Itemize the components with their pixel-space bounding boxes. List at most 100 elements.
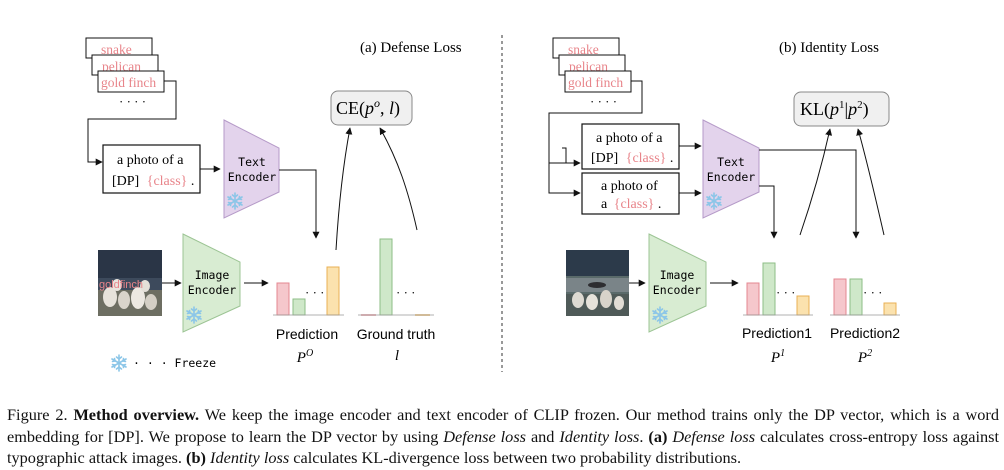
- class-card-stack-b: snake pelican gold finch · · · ·: [552, 37, 632, 109]
- text-encoder-label-2: Encoder: [228, 170, 277, 184]
- prediction1-bars: · · ·: [743, 262, 813, 316]
- text-encoder-label-1: Text: [238, 155, 266, 169]
- loss-close-b: ): [863, 99, 869, 120]
- prediction1-symbol: P: [770, 350, 780, 366]
- panel-b-title: (b) Identity Loss: [779, 40, 879, 56]
- loss-kl-text: KL(: [800, 99, 830, 120]
- loss-bar: |: [845, 99, 849, 119]
- prediction-sup: O: [306, 348, 313, 359]
- prediction2-symbol: P: [857, 350, 867, 366]
- loss-p2: p: [846, 99, 857, 119]
- svg-text:[DP] {class} .: [DP] {class} .: [112, 174, 194, 189]
- gt-bar-peak: [379, 238, 393, 316]
- figure-caption: Figure 2. Method overview. We keep the i…: [7, 404, 999, 469]
- prediction-symbol: P: [296, 350, 306, 366]
- attack-image: goldfinch: [98, 250, 162, 316]
- caption-period: .: [639, 426, 644, 446]
- prediction2-sup: 2: [867, 348, 872, 359]
- class-card-gold-finch-b: gold finch: [568, 75, 623, 90]
- prediction-bar-3: [326, 266, 340, 316]
- kl-loss-box: KL(p1|p2): [793, 91, 890, 127]
- prediction1-ellipsis: · · ·: [776, 285, 796, 300]
- loss-sup2: 2: [857, 99, 863, 111]
- cards-to-prompt-arrow: [87, 80, 177, 166]
- prediction-label: Prediction: [276, 326, 338, 342]
- caption-text3: calculates KL-divergence loss between tw…: [293, 448, 742, 467]
- class-card-stack: snake pelican gold finch · · · ·: [85, 37, 165, 109]
- svg-text:a {class} .: a {class} .: [601, 197, 661, 212]
- loss-p1: p: [828, 99, 839, 119]
- prediction2-ellipsis: · · ·: [863, 285, 883, 300]
- loss-close: ): [394, 98, 400, 119]
- ce-loss-box: CE(po, l): [330, 90, 413, 126]
- image-encoder-a: Image Encoder: [182, 233, 241, 333]
- caption-figure-label: Figure 2.: [7, 405, 68, 424]
- svg-text:P1: P1: [770, 348, 785, 366]
- caption-term-defense2: Defense loss: [672, 426, 756, 446]
- svg-text:CE(po, l): CE(po, l): [336, 96, 400, 119]
- gt-bars-ellipsis: · · ·: [396, 285, 416, 300]
- method-overview-figure: (a) Defense Loss snake pelican gold finc…: [85, 35, 900, 372]
- prompt1-dp-token: [DP]: [591, 151, 618, 166]
- gt-to-loss-arrow: [379, 127, 418, 231]
- caption-heading: Method overview.: [73, 405, 200, 424]
- prompt1-period: .: [670, 151, 674, 166]
- loss-sep: ,: [380, 98, 389, 118]
- image-encoder-label-1: Image: [195, 268, 230, 282]
- prompt-line1: a photo of a: [117, 153, 184, 168]
- ground-truth-symbol: l: [395, 348, 399, 364]
- class-card-snake-b: snake: [568, 42, 599, 57]
- ground-truth-label: Ground truth: [357, 326, 436, 342]
- prompt-box-dp: a photo of a [DP] {class} .: [581, 123, 680, 170]
- prediction1-sup: 1: [780, 348, 785, 359]
- text-encoder-b-label-2: Encoder: [707, 170, 756, 184]
- prompt1-class-token: {class}: [626, 151, 667, 166]
- prediction-bars-a: · · ·: [273, 266, 344, 316]
- caption-term-defense: Defense loss: [443, 426, 526, 446]
- prediction1-label: Prediction1: [742, 325, 812, 341]
- text-encoder-b: Text Encoder: [702, 119, 760, 219]
- svg-text:KL(p1|p2): KL(p1|p2): [800, 99, 869, 120]
- image-encoder-label-2: Encoder: [188, 283, 237, 297]
- prompt1-line1: a photo of a: [596, 131, 663, 146]
- prompt2-period: .: [658, 197, 662, 212]
- loss-l: l: [389, 98, 394, 118]
- loss-o-sup: o: [374, 96, 380, 110]
- cards-ellipsis-b: · · · ·: [590, 94, 617, 109]
- prediction-to-loss-arrow: [335, 127, 353, 251]
- prompt-box: a photo of a [DP] {class} .: [102, 144, 201, 194]
- cards-ellipsis: · · · ·: [119, 94, 146, 109]
- caption-part-a: (a): [648, 426, 668, 446]
- text-encoder-b-label-1: Text: [717, 155, 745, 169]
- prompt-dp-token: [DP]: [112, 174, 139, 189]
- panel-a-title: (a) Defense Loss: [360, 40, 462, 56]
- clean-image: [566, 250, 629, 316]
- prediction-bar-1: [276, 282, 290, 316]
- class-card-gold-finch: gold finch: [101, 75, 156, 90]
- ground-truth-bars: · · ·: [358, 238, 434, 316]
- prediction2-bars: · · ·: [830, 278, 900, 316]
- prediction2-label: Prediction2: [830, 325, 900, 341]
- prompt-period: .: [191, 174, 195, 189]
- caption-text1: We keep the image encoder and text encod…: [7, 405, 999, 446]
- prompt2-line1: a photo of: [601, 179, 658, 194]
- class-card-pelican-b: pelican: [569, 59, 608, 74]
- typographic-overlay: goldfinch: [99, 279, 143, 291]
- class-card-snake: snake: [101, 42, 132, 57]
- prompt2-a: a: [601, 197, 608, 212]
- loss-p: p: [363, 98, 374, 118]
- panel-b: (b) Identity Loss snake pelican gold fin…: [548, 37, 900, 366]
- svg-text:PO: PO: [296, 348, 313, 366]
- caption-part-b: (b): [186, 448, 206, 467]
- loss-ce-text: CE(: [336, 98, 365, 119]
- prompt-class-token: {class}: [147, 174, 188, 189]
- caption-and: and: [530, 426, 555, 446]
- panel-a: (a) Defense Loss snake pelican gold finc…: [85, 37, 462, 372]
- image-encoder-b-label-2: Encoder: [653, 283, 702, 297]
- svg-text:P2: P2: [857, 348, 872, 366]
- prediction-bars-ellipsis: · · ·: [305, 285, 325, 300]
- prediction-bar-2: [292, 298, 306, 316]
- class-card-pelican: pelican: [102, 59, 141, 74]
- image-encoder-b: Image Encoder: [648, 233, 707, 333]
- prompt-box-plain: a photo of a {class} .: [581, 172, 680, 215]
